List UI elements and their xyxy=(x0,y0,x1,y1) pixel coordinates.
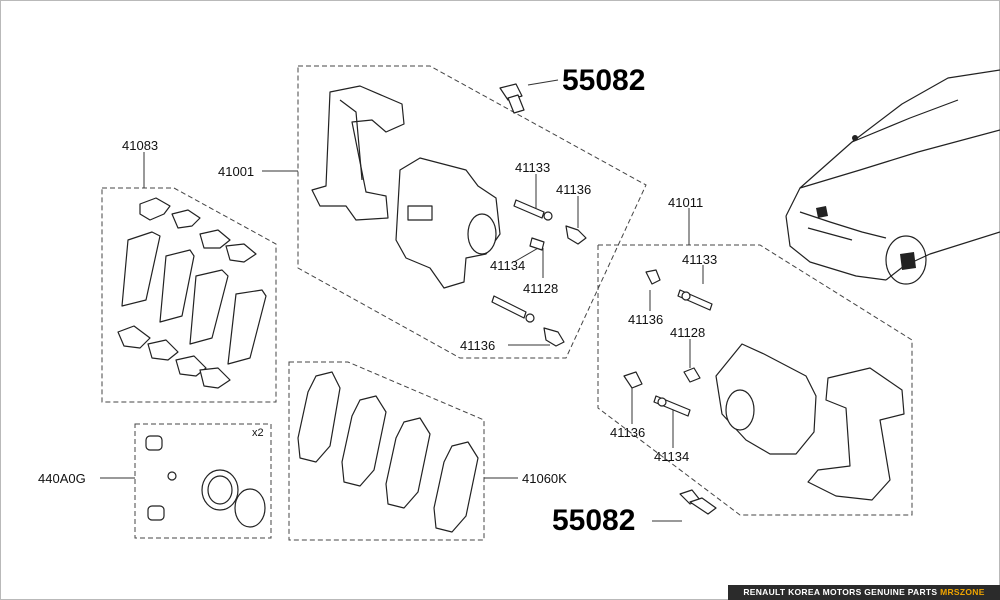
caliper-body-left xyxy=(395,157,501,289)
guide-pin-41134-a xyxy=(491,295,527,319)
bolt-41136-c xyxy=(645,269,661,285)
pad-clip-8 xyxy=(199,367,231,389)
brake-pad-3 xyxy=(385,417,431,509)
brake-pad-1 xyxy=(297,371,341,463)
vehicle-windshield xyxy=(851,99,959,143)
vehicle-grille xyxy=(807,227,853,241)
leader-41134-a xyxy=(513,246,541,263)
part-drawings xyxy=(117,83,905,533)
group-outline-seal-kit xyxy=(134,423,272,539)
callout-41001[interactable]: 41001 xyxy=(218,164,255,179)
bolt-41136-b xyxy=(543,327,565,347)
bolt-41136-d xyxy=(623,371,643,389)
callout-41136-c[interactable]: 41136 xyxy=(628,312,664,327)
vehicle-front-brake-highlight xyxy=(816,206,828,218)
caliper-bracket-left-edge xyxy=(339,99,363,181)
guide-pin-41134-b-boot xyxy=(657,397,667,407)
group-outline-front-right-caliper xyxy=(597,244,913,516)
guide-pin-41133-a xyxy=(513,199,545,219)
pad-clip-4 xyxy=(225,243,257,263)
callout-41134-b[interactable]: 41134 xyxy=(654,449,690,464)
bleeder-cap xyxy=(167,471,177,481)
callout-41136-a[interactable]: 41136 xyxy=(556,182,592,197)
leader-55082-top xyxy=(527,79,559,86)
pad-clip-5 xyxy=(117,325,151,349)
pad-clip-1 xyxy=(139,197,171,221)
pad-clip-2 xyxy=(171,209,201,229)
callout-41060K[interactable]: 41060K xyxy=(522,471,567,486)
footer-brand: MRSZONE xyxy=(940,587,985,597)
bolt-41136-a xyxy=(565,225,587,245)
quantity-badge: x2 xyxy=(252,427,264,439)
brake-pad-4 xyxy=(433,441,479,533)
piston-o-ring xyxy=(234,488,266,528)
vehicle-drawing xyxy=(785,69,1000,285)
footer-text: RENAULT KOREA MOTORS GENUINE PARTS xyxy=(743,587,941,597)
group-outline-pad-clips xyxy=(101,187,277,403)
caliper-piston-left xyxy=(467,213,497,255)
callout-55082-bottom[interactable]: 55082 xyxy=(552,504,636,537)
guide-pin-41134-a-boot xyxy=(525,313,535,323)
dust-cap-1 xyxy=(145,435,163,451)
pad-clip-3 xyxy=(199,229,231,249)
callout-41128-b[interactable]: 41128 xyxy=(670,325,706,340)
vehicle-side-sill xyxy=(885,231,1000,281)
bleeder-41128-a xyxy=(529,237,545,251)
callout-41133-a[interactable]: 41133 xyxy=(515,160,551,175)
guide-pin-41133-a-boot xyxy=(543,211,553,221)
vehicle-bumper-line xyxy=(799,211,887,239)
caliper-bracket-left xyxy=(311,85,405,221)
vehicle-front-wheel xyxy=(885,235,927,285)
vehicle-wheel-highlight xyxy=(900,252,916,270)
callout-41136-d[interactable]: 41136 xyxy=(610,425,646,440)
caliper-slot-left xyxy=(407,205,433,221)
pad-shim-4 xyxy=(227,289,267,365)
piston-seal-inner xyxy=(207,475,233,505)
callout-41083[interactable]: 41083 xyxy=(122,138,159,153)
vehicle-highlights xyxy=(816,135,916,270)
bolt-55082-bottom-shank xyxy=(689,497,717,515)
group-outline-brake-pads xyxy=(288,361,485,541)
callout-41133-b[interactable]: 41133 xyxy=(682,252,718,267)
brake-pad-2 xyxy=(341,395,387,487)
caliper-piston-right xyxy=(725,389,755,431)
vehicle-mirror-dot xyxy=(852,135,858,141)
leader-lines xyxy=(100,79,704,522)
pad-shim-3 xyxy=(189,269,229,345)
vehicle-hood-edge xyxy=(799,129,1000,189)
caliper-bracket-right xyxy=(807,367,905,501)
vehicle-front-lower xyxy=(785,215,887,281)
guide-pin-41133-b-boot xyxy=(681,291,691,301)
bolt-55082-top-shank xyxy=(507,94,525,114)
callout-41134-a[interactable]: 41134 xyxy=(490,258,526,273)
dust-cap-2 xyxy=(147,505,165,521)
pad-clip-6 xyxy=(147,339,179,361)
pad-shim-2 xyxy=(159,249,195,323)
group-outline-front-left-caliper xyxy=(297,65,647,359)
bleeder-41128-b xyxy=(683,367,701,383)
group-outlines xyxy=(101,65,913,541)
callout-440A0G[interactable]: 440A0G xyxy=(38,471,86,486)
callout-41011[interactable]: 41011 xyxy=(668,195,704,210)
footer-banner: RENAULT KOREA MOTORS GENUINE PARTS MRSZO… xyxy=(728,585,1000,600)
pad-shim-1 xyxy=(121,231,161,307)
callout-41128-a[interactable]: 41128 xyxy=(523,281,559,296)
vehicle-roofline xyxy=(785,69,1000,217)
callout-41136-b[interactable]: 41136 xyxy=(460,338,496,353)
callout-55082-top[interactable]: 55082 xyxy=(562,64,646,97)
